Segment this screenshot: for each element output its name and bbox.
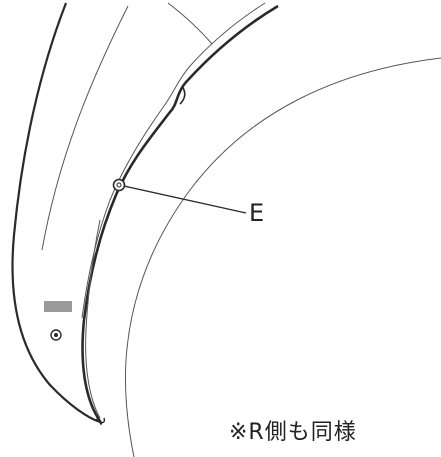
screw-e-center <box>116 182 122 188</box>
callout-leader-line <box>123 185 247 214</box>
body-panel-outer-edge <box>11 2 101 424</box>
note-same-for-right-side: ※R側も同様 <box>229 420 357 445</box>
upper-reference-curve <box>167 2 213 45</box>
panel-clip-center <box>54 333 58 337</box>
callout-label-e: E <box>249 199 265 227</box>
fender-lower-lip <box>85 219 101 419</box>
bottom-tip <box>95 417 106 424</box>
fender-inner-flange <box>81 2 266 319</box>
fender-notch <box>179 85 186 105</box>
fender-outer-flange <box>81 4 279 426</box>
wheel-arc <box>124 57 441 457</box>
body-panel-inner-contour <box>41 5 129 251</box>
label-strip <box>44 301 72 312</box>
screw-e-icon <box>112 178 126 192</box>
